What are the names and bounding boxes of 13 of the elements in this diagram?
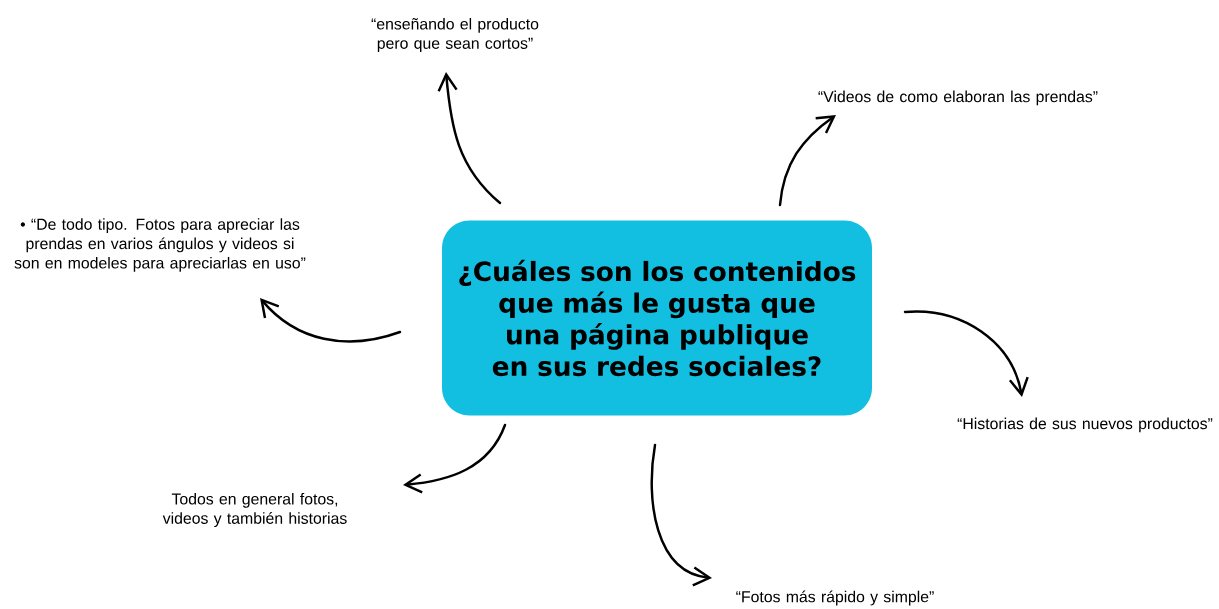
arrow bbox=[437, 72, 502, 205]
answer-text: “Historias de sus nuevos productos” bbox=[957, 417, 1213, 433]
answer-text: • “De todo tipo. Fotos para apreciar las prendas en varios ángulos y videos si son en modeles para apreciarlas en uso” bbox=[14, 218, 306, 272]
answer-text: “enseñando el producto pero que sean cortos” bbox=[371, 17, 539, 53]
answer-text: Todos en general fotos, videos y también historias bbox=[162, 492, 347, 528]
arrow bbox=[260, 298, 402, 343]
arrow bbox=[403, 423, 507, 494]
arrow bbox=[903, 310, 1029, 397]
answer-text: “Videos de como elaboran las prendas” bbox=[818, 90, 1098, 106]
arrow bbox=[778, 115, 836, 207]
arrow bbox=[650, 443, 712, 587]
answer-text: “Fotos más rápido y simple” bbox=[736, 590, 934, 606]
question-box: ¿Cuáles son los contenidos que más le gusta que una página publique en sus redes sociales? bbox=[442, 220, 872, 416]
